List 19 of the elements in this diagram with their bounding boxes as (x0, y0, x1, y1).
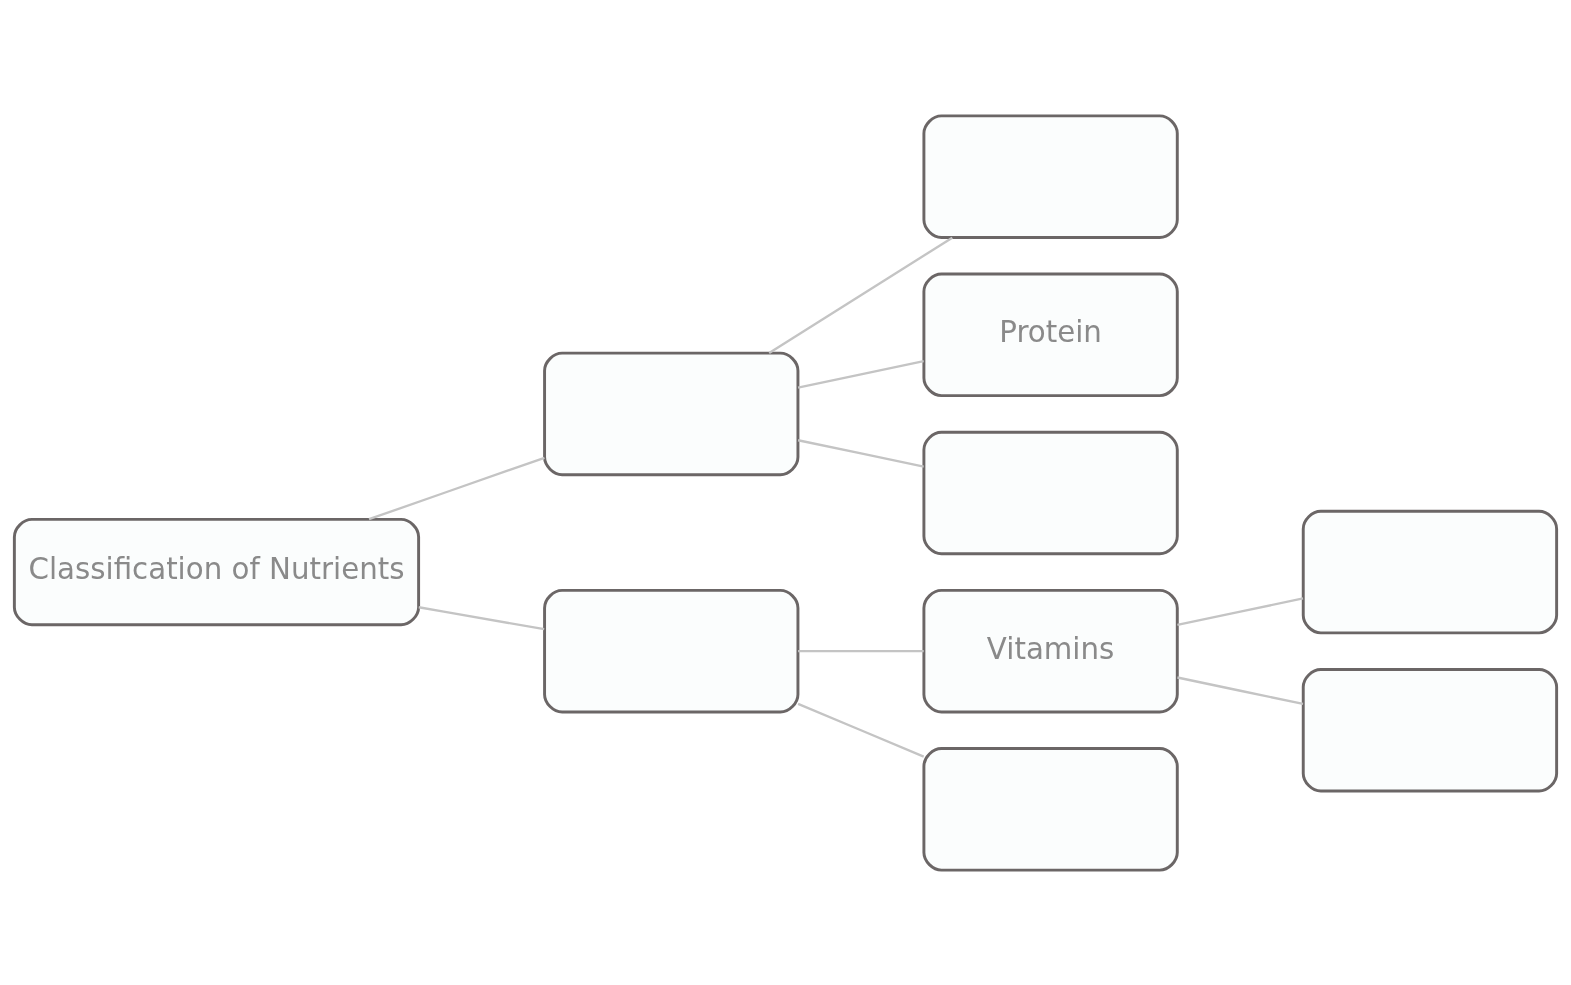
node-box: Classification of Nutrients (12, 517, 421, 626)
connector (1177, 596, 1304, 626)
connector (797, 438, 924, 468)
node-box (1301, 667, 1559, 792)
connector (797, 359, 924, 389)
connector (368, 456, 545, 520)
node-box (543, 588, 800, 713)
connector (1177, 675, 1304, 705)
node-box (922, 746, 1179, 872)
connector (798, 649, 924, 652)
node-box: Vitamins (922, 588, 1179, 713)
node-box: Protein (922, 272, 1179, 397)
connector (768, 236, 953, 354)
node-box (922, 430, 1179, 555)
connector (797, 702, 925, 758)
node-box (543, 351, 800, 476)
connector (418, 605, 545, 630)
node-box (922, 113, 1179, 239)
node-box (1301, 509, 1559, 634)
